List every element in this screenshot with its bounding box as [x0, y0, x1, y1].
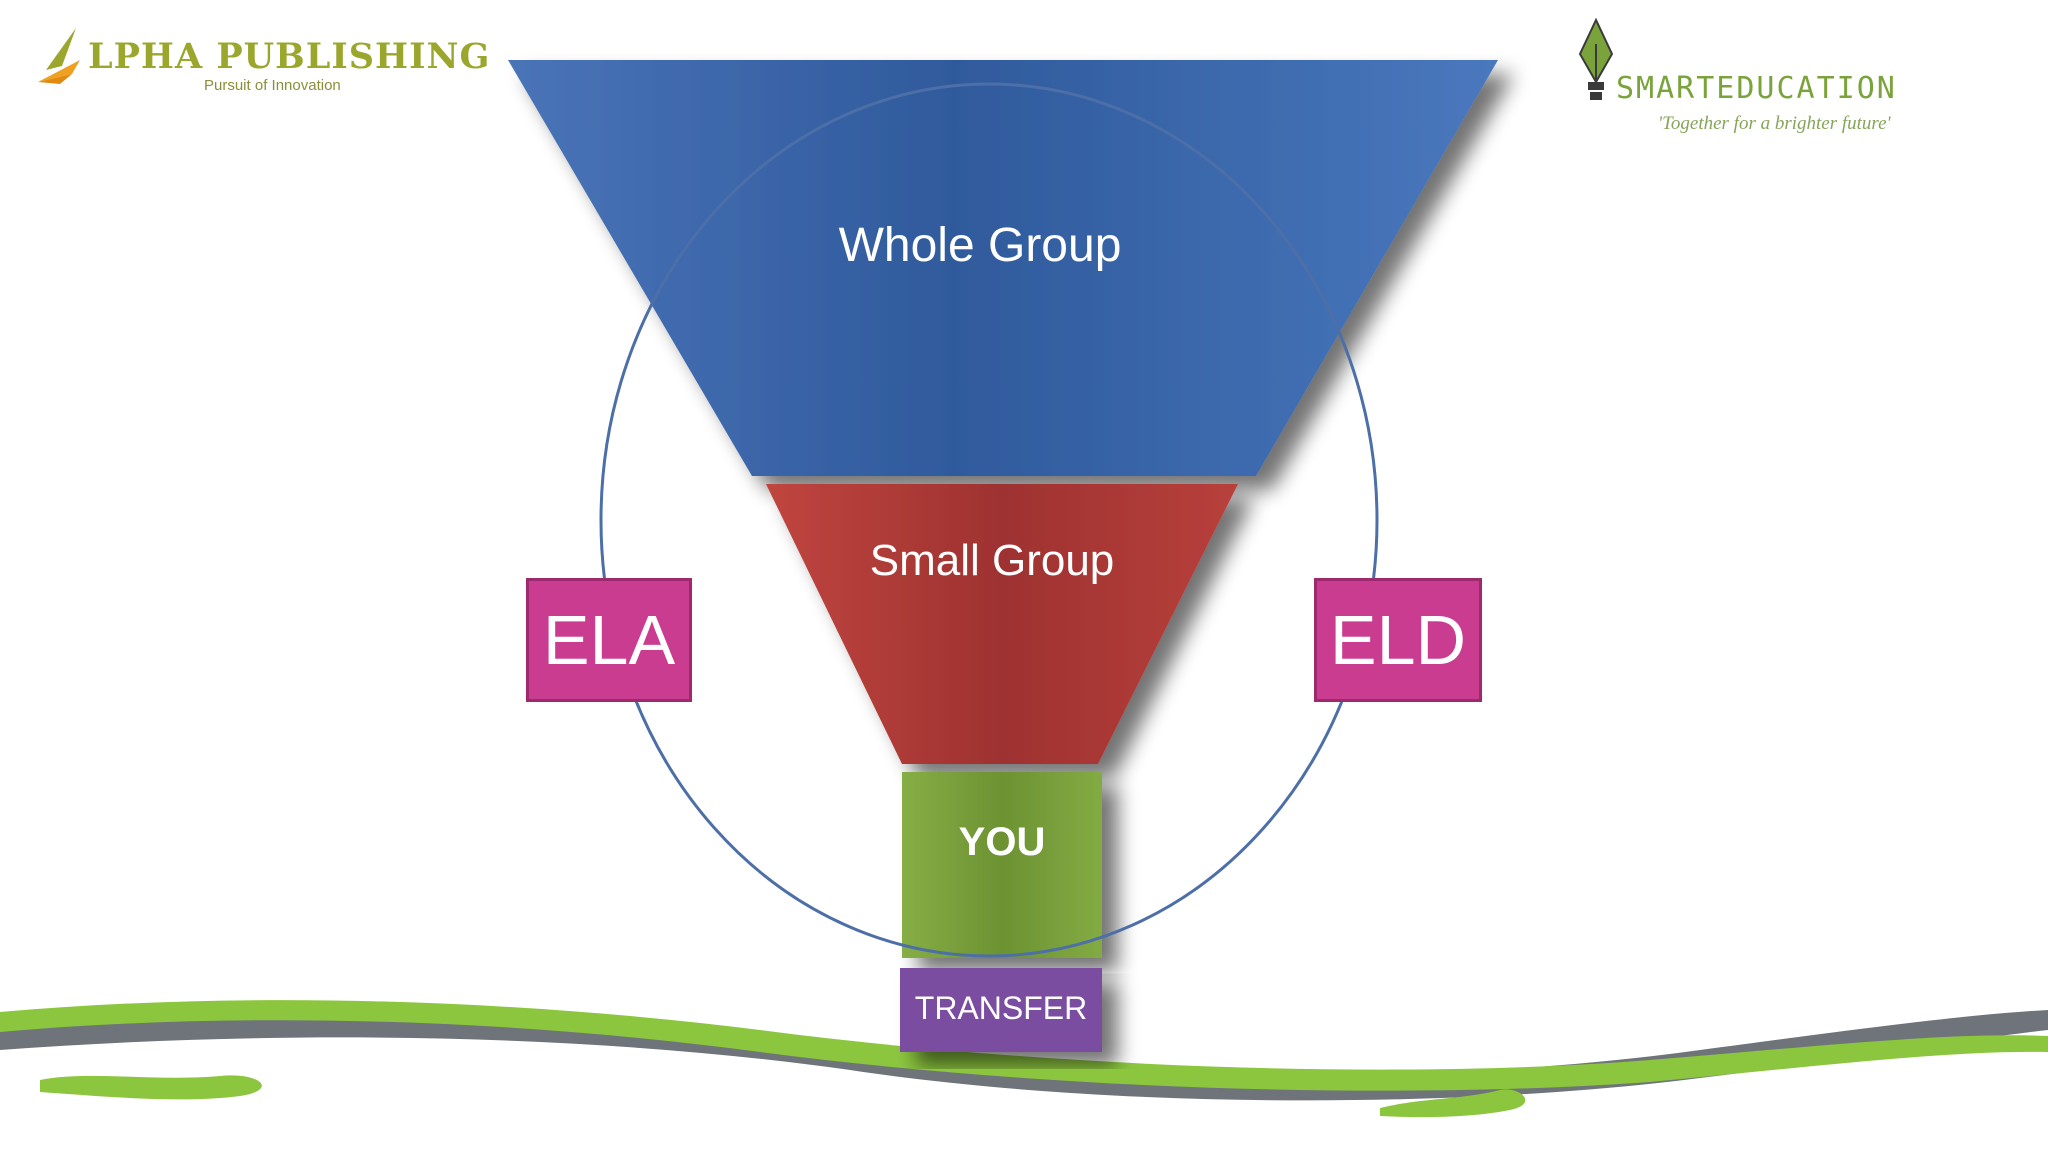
- cycle-circle: [599, 82, 1379, 958]
- small-group-label: Small Group: [869, 536, 1115, 585]
- smart-tagline: 'Together for a brighter future': [1658, 113, 1891, 134]
- small-group-shape: [766, 484, 1238, 764]
- transfer-shape: [900, 968, 1102, 1052]
- alpha-tagline: Pursuit of Innovation: [204, 77, 341, 94]
- ela-box: ELA: [526, 578, 692, 702]
- pen-nib-icon: [1578, 17, 1614, 100]
- alpha-brand-name: LPHA PUBLISHING: [88, 36, 491, 77]
- transfer-label: TRANSFER: [914, 990, 1088, 1026]
- bottom-swoosh: [0, 1000, 2048, 1152]
- alpha-publishing-logo: LPHA PUBLISHING Pursuit of Innovation: [36, 26, 489, 106]
- alpha-triangle-icon: [38, 28, 80, 84]
- eld-box: ELD: [1314, 578, 1482, 702]
- whole-group-label: Whole Group: [838, 219, 1122, 272]
- smart-education-logo: SMARTEDUCATION 'Together for a brighter …: [1570, 14, 2010, 144]
- you-label: YOU: [958, 820, 1046, 864]
- smart-brand-name: SMARTEDUCATION: [1616, 71, 1897, 106]
- whole-group-shape: [508, 60, 1498, 476]
- you-shape: [902, 772, 1102, 958]
